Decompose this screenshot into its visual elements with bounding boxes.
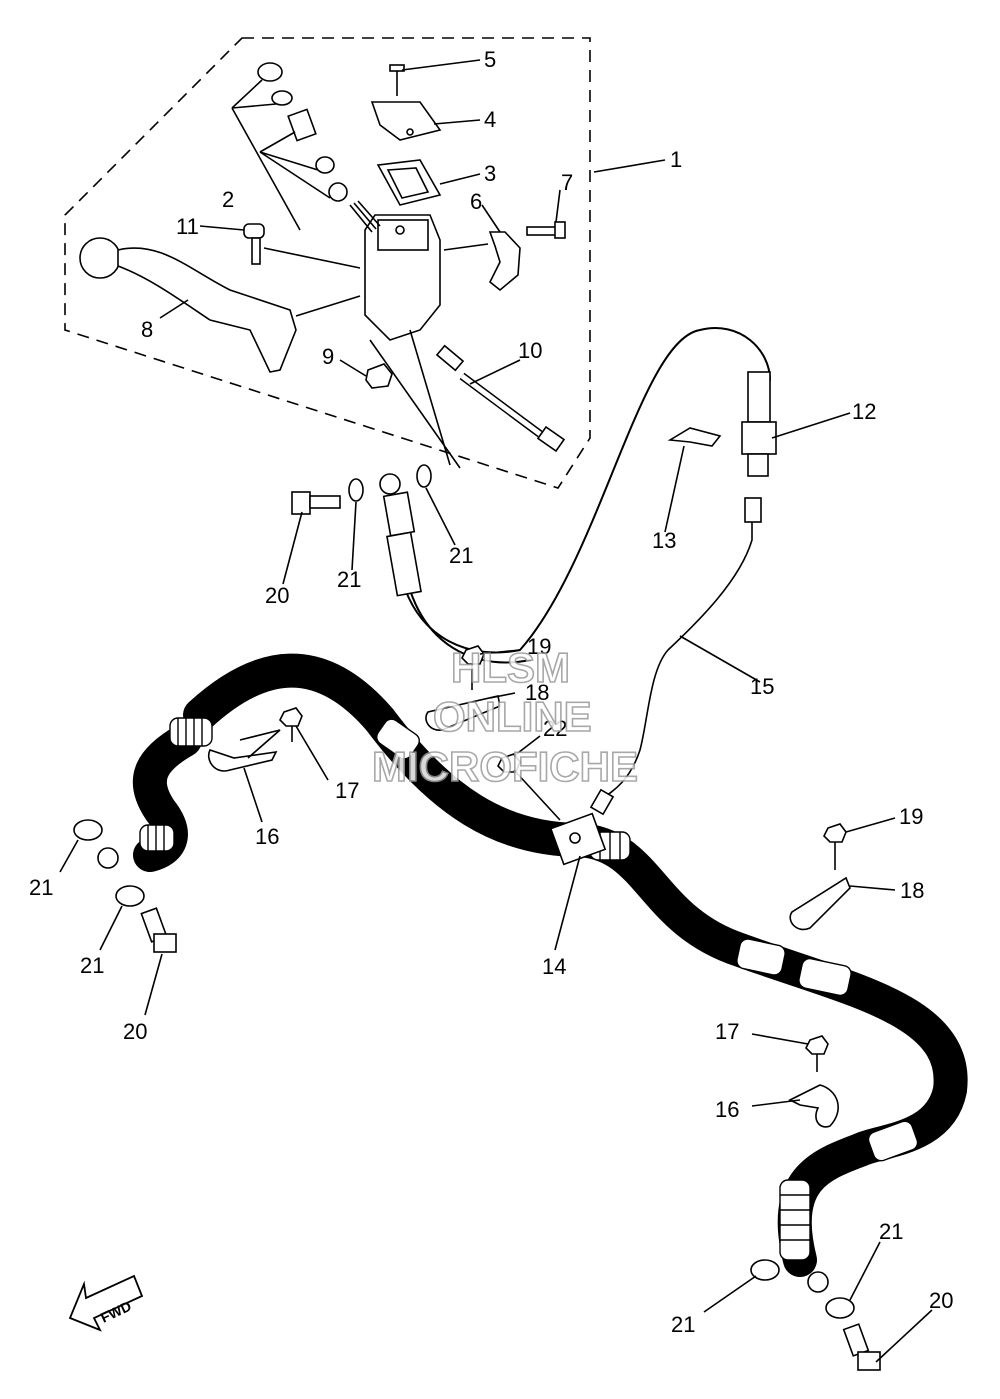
assembly-links [263,243,489,469]
label-21-right-b: 21 [671,1312,695,1337]
watermark-line2: ONLINE [433,693,592,740]
reservoir-cap-4 [370,101,442,141]
hose-joint-12 [741,371,777,477]
piston-kit-2 [257,62,381,233]
label-11: 11 [176,214,199,239]
label-18-right: 18 [900,878,924,903]
label-20-upper: 20 [265,583,289,608]
washer-21-c [73,819,103,841]
bolt-22 [497,753,561,821]
brake-lever-8 [79,237,297,373]
clip-18-mid [425,695,501,731]
label-7: 7 [561,170,573,195]
label-21-upper-a: 21 [337,567,361,592]
label-16-left: 16 [255,824,279,849]
banjo-fitting [379,473,422,597]
label-21-upper-b: 21 [449,543,473,568]
holder-6 [488,231,521,292]
assembly-boundary [64,37,591,489]
label-5: 5 [484,47,496,72]
label-12: 12 [852,399,876,424]
watermark-line1: HLSM [451,644,570,691]
label-22: 22 [543,716,567,741]
label-13: 13 [652,528,676,553]
brake-switch-10 [435,344,566,453]
washer-21-d [115,885,145,907]
label-6: 6 [470,189,482,214]
screw-5 [389,64,405,96]
washer-21-f [825,1297,855,1319]
bolt-7 [526,221,566,239]
label-19-mid: 19 [527,634,551,659]
label-17-right: 17 [715,1019,739,1044]
brake-pipe-15 [599,520,753,801]
watermark-line3: MICROFICHE [372,743,638,790]
label-20-right: 20 [929,1288,953,1313]
bracket-13 [667,427,722,447]
diaphragm-3 [376,159,442,206]
clip-18-right [789,876,851,931]
union-bolt-20-left [140,907,177,953]
pivot-bolt-11 [243,223,265,265]
label-19-right: 19 [899,804,923,829]
washer-21-a [348,478,364,502]
label-20-left: 20 [123,1019,147,1044]
label-21-left-a: 21 [29,875,53,900]
label-10: 10 [518,338,542,363]
hose-junction-14 [549,812,607,866]
fwd-arrow-icon: FWD [68,1274,144,1332]
main-brake-hose [132,653,968,1277]
callout-labels: 5 4 3 1 7 6 2 11 8 9 10 12 13 15 20 21 2… [29,47,953,1337]
master-cylinder-body [364,214,441,341]
label-15: 15 [750,674,774,699]
label-2: 2 [222,187,234,212]
upper-hose [401,327,771,654]
label-16-right: 16 [715,1097,739,1122]
clamp-16-left [208,729,281,772]
washer-21-e [750,1259,780,1281]
label-14: 14 [542,954,566,979]
label-4: 4 [484,107,496,132]
nut-9 [365,363,393,389]
bolt-17-right [805,1035,829,1072]
bolt-17-left [279,707,303,742]
label-8: 8 [141,317,153,342]
label-18-mid: 18 [525,680,549,705]
leader-lines [59,59,933,1363]
hose-bellows [139,717,919,1261]
union-bolt-20-upper [291,491,341,515]
label-21-left-b: 21 [80,953,104,978]
label-17-left: 17 [335,778,359,803]
bolt-19-right [823,823,847,870]
label-3: 3 [484,161,496,186]
washer-21-b [416,464,432,488]
clamp-16-right [788,1084,839,1128]
bolt-19-mid [461,645,485,690]
label-9: 9 [322,344,334,369]
label-21-right-a: 21 [879,1219,903,1244]
leader-2-fan [231,79,301,231]
union-bolt-20-right [842,1323,881,1371]
watermark: HLSM ONLINE MICROFICHE [371,643,639,791]
label-1: 1 [670,147,682,172]
